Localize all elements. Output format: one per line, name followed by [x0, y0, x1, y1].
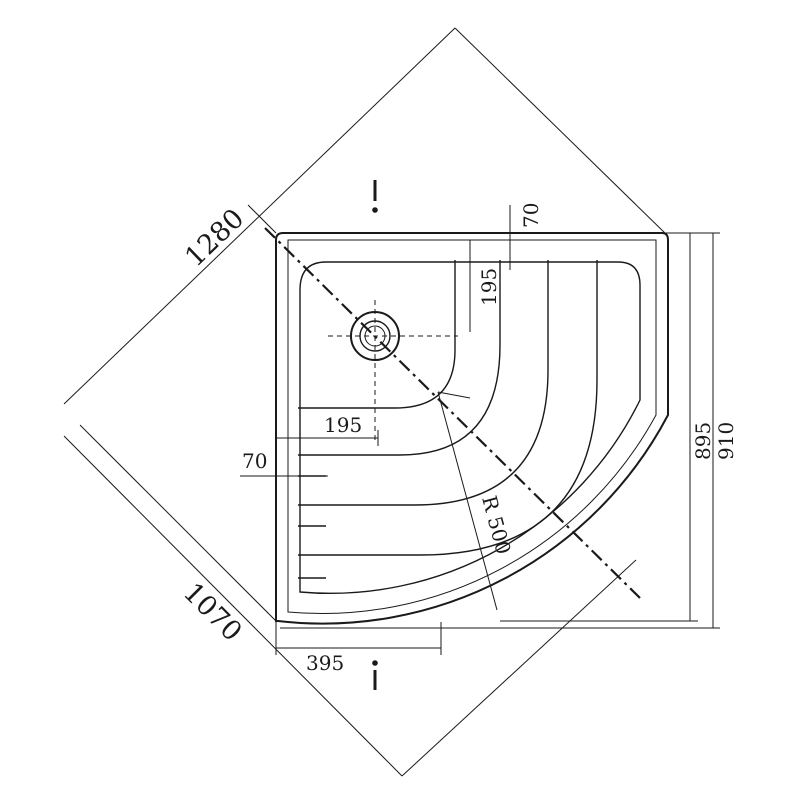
dim-drain-offset: 395	[306, 651, 344, 675]
groove-stubs	[298, 475, 326, 579]
dim-diagonal-bottom: 1070	[177, 577, 248, 648]
dim-outer-height: 910	[714, 422, 738, 460]
groove-1	[298, 260, 456, 409]
dim-top-step-depth: 195	[477, 268, 501, 306]
tray-rim-line	[287, 239, 657, 615]
tray-outer-outline	[275, 232, 669, 625]
dim-top-step-offset: 70	[519, 203, 543, 228]
dim-diagonal-top: 1280	[179, 203, 250, 273]
radius-label: R 500	[477, 493, 516, 557]
step-grooves	[298, 260, 598, 556]
dim-inner-height: 895	[691, 422, 715, 460]
dim-left-step-depth: 195	[324, 413, 362, 437]
diagonal-enclosure	[63, 27, 669, 777]
groove-4	[298, 260, 598, 556]
diagonal-axis	[264, 227, 641, 599]
groove-2	[298, 260, 501, 456]
dim-left-step-offset: 70	[242, 449, 267, 473]
bottom-marker-icon	[372, 660, 378, 690]
radius-tick	[437, 391, 471, 399]
radius-line	[437, 391, 498, 611]
top-marker-icon	[372, 180, 378, 213]
tray-inner-basin	[299, 261, 641, 595]
groove-3	[298, 260, 549, 506]
